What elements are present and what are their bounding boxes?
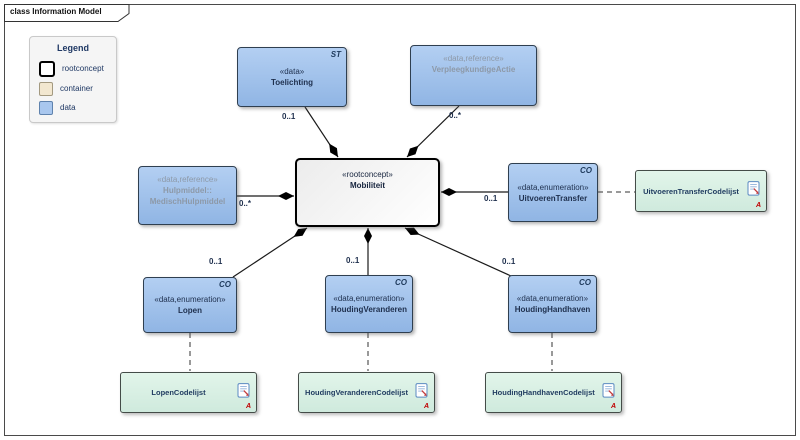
node-stereotype: «rootconcept» <box>342 170 393 179</box>
node-stereotype: «data,enumeration» <box>516 294 589 303</box>
multiplicity-label-hulpmiddel: 0..* <box>239 199 252 208</box>
attachment-marker: A <box>755 202 761 209</box>
node-lopen-codelijst[interactable]: LopenCodelijst A <box>120 372 257 413</box>
multiplicity-label-houding-veranderen: 0..1 <box>346 256 360 265</box>
diagram-frame <box>4 4 796 436</box>
multiplicity-label-lopen: 0..1 <box>209 257 223 266</box>
node-corner-label: CO <box>395 278 407 287</box>
legend-label: rootconcept <box>62 64 104 73</box>
legend-item-container: container <box>39 81 93 96</box>
composition-connector-verpleegkundige-actie[interactable] <box>406 105 460 158</box>
node-stereotype: «data,reference» <box>443 54 504 63</box>
node-hulpmiddel[interactable]: «data,reference» Hulpmiddel:: MedischHul… <box>138 166 237 225</box>
multiplicity-label-houding-handhaven: 0..1 <box>502 257 516 266</box>
multiplicity-label-uitvoeren-transfer: 0..1 <box>484 194 498 203</box>
node-toelichting[interactable]: ST «data» Toelichting <box>237 47 347 107</box>
multiplicity-label-toelichting: 0..1 <box>282 112 296 121</box>
legend: Legend rootconcept container data <box>29 36 117 123</box>
node-name: HoudingHandhavenCodelijst <box>492 388 595 397</box>
legend-label: container <box>60 84 93 93</box>
node-name: HoudingVeranderen <box>330 305 407 314</box>
attachment-marker: A <box>610 403 616 410</box>
document-icon <box>415 382 428 398</box>
node-lopen[interactable]: CO «data,enumeration» Lopen <box>143 277 237 333</box>
legend-item-rootconcept: rootconcept <box>39 60 104 77</box>
legend-swatch-container <box>39 81 53 96</box>
multiplicity-label-verpleegkundige-actie: 0..* <box>449 111 462 120</box>
composition-connector-toelichting[interactable] <box>304 106 339 158</box>
node-corner-label: CO <box>579 278 591 287</box>
node-name: Lopen <box>178 306 202 315</box>
node-mobiliteit[interactable]: «rootconcept» Mobiliteit <box>295 158 440 227</box>
node-name: UitvoerenTransferCodelijst <box>643 186 739 196</box>
node-name: HoudingHandhaven <box>514 305 591 314</box>
node-name: Toelichting <box>270 78 314 87</box>
legend-swatch-data <box>39 100 53 115</box>
node-corner-label: CO <box>219 280 231 289</box>
node-houding-handhaven-codelijst[interactable]: HoudingHandhavenCodelijst A <box>485 372 622 413</box>
document-icon <box>237 382 250 398</box>
node-name: Hulpmiddel:: MedischHulpmiddel <box>149 186 226 206</box>
legend-swatch-rootconcept <box>39 60 55 77</box>
diagram-frame-tab <box>4 4 130 22</box>
node-name: UitvoerenTransfer <box>518 193 588 203</box>
node-uitvoeren-transfer-codelijst[interactable]: UitvoerenTransferCodelijst A <box>635 170 767 212</box>
node-stereotype: «data,enumeration» <box>333 294 405 303</box>
document-icon <box>747 181 760 196</box>
node-uitvoeren-transfer[interactable]: CO «data,enumeration» UitvoerenTransfer <box>508 163 598 222</box>
legend-label: data <box>60 103 76 112</box>
node-stereotype: «data» <box>279 67 305 76</box>
node-houding-veranderen-codelijst[interactable]: HoudingVeranderenCodelijst A <box>298 372 435 413</box>
node-name: Mobiliteit <box>349 181 386 190</box>
node-stereotype: «data,enumeration» <box>154 295 226 304</box>
node-stereotype: «data,enumeration» <box>517 182 589 192</box>
node-corner-label: ST <box>330 50 341 59</box>
composition-connector-houding-handhaven[interactable] <box>404 227 512 277</box>
attachment-marker: A <box>245 403 251 410</box>
node-corner-label: CO <box>580 166 592 175</box>
node-verpleegkundige-actie[interactable]: «data,reference» VerpleegkundigeActie <box>410 45 537 106</box>
node-name: VerpleegkundigeActie <box>431 65 516 74</box>
node-houding-handhaven[interactable]: CO «data,enumeration» HoudingHandhaven <box>508 275 597 333</box>
node-houding-veranderen[interactable]: CO «data,enumeration» HoudingVeranderen <box>325 275 413 333</box>
node-name: LopenCodelijst <box>151 388 206 397</box>
attachment-marker: A <box>423 403 429 410</box>
node-stereotype: «data,reference» <box>157 175 218 184</box>
legend-title: Legend <box>56 43 89 53</box>
document-icon <box>602 382 615 398</box>
legend-item-data: data <box>39 100 76 115</box>
node-name: HoudingVeranderenCodelijst <box>305 388 408 397</box>
frame-tab-label: class Information Model <box>10 7 102 16</box>
composition-connector-lopen[interactable] <box>232 227 308 278</box>
